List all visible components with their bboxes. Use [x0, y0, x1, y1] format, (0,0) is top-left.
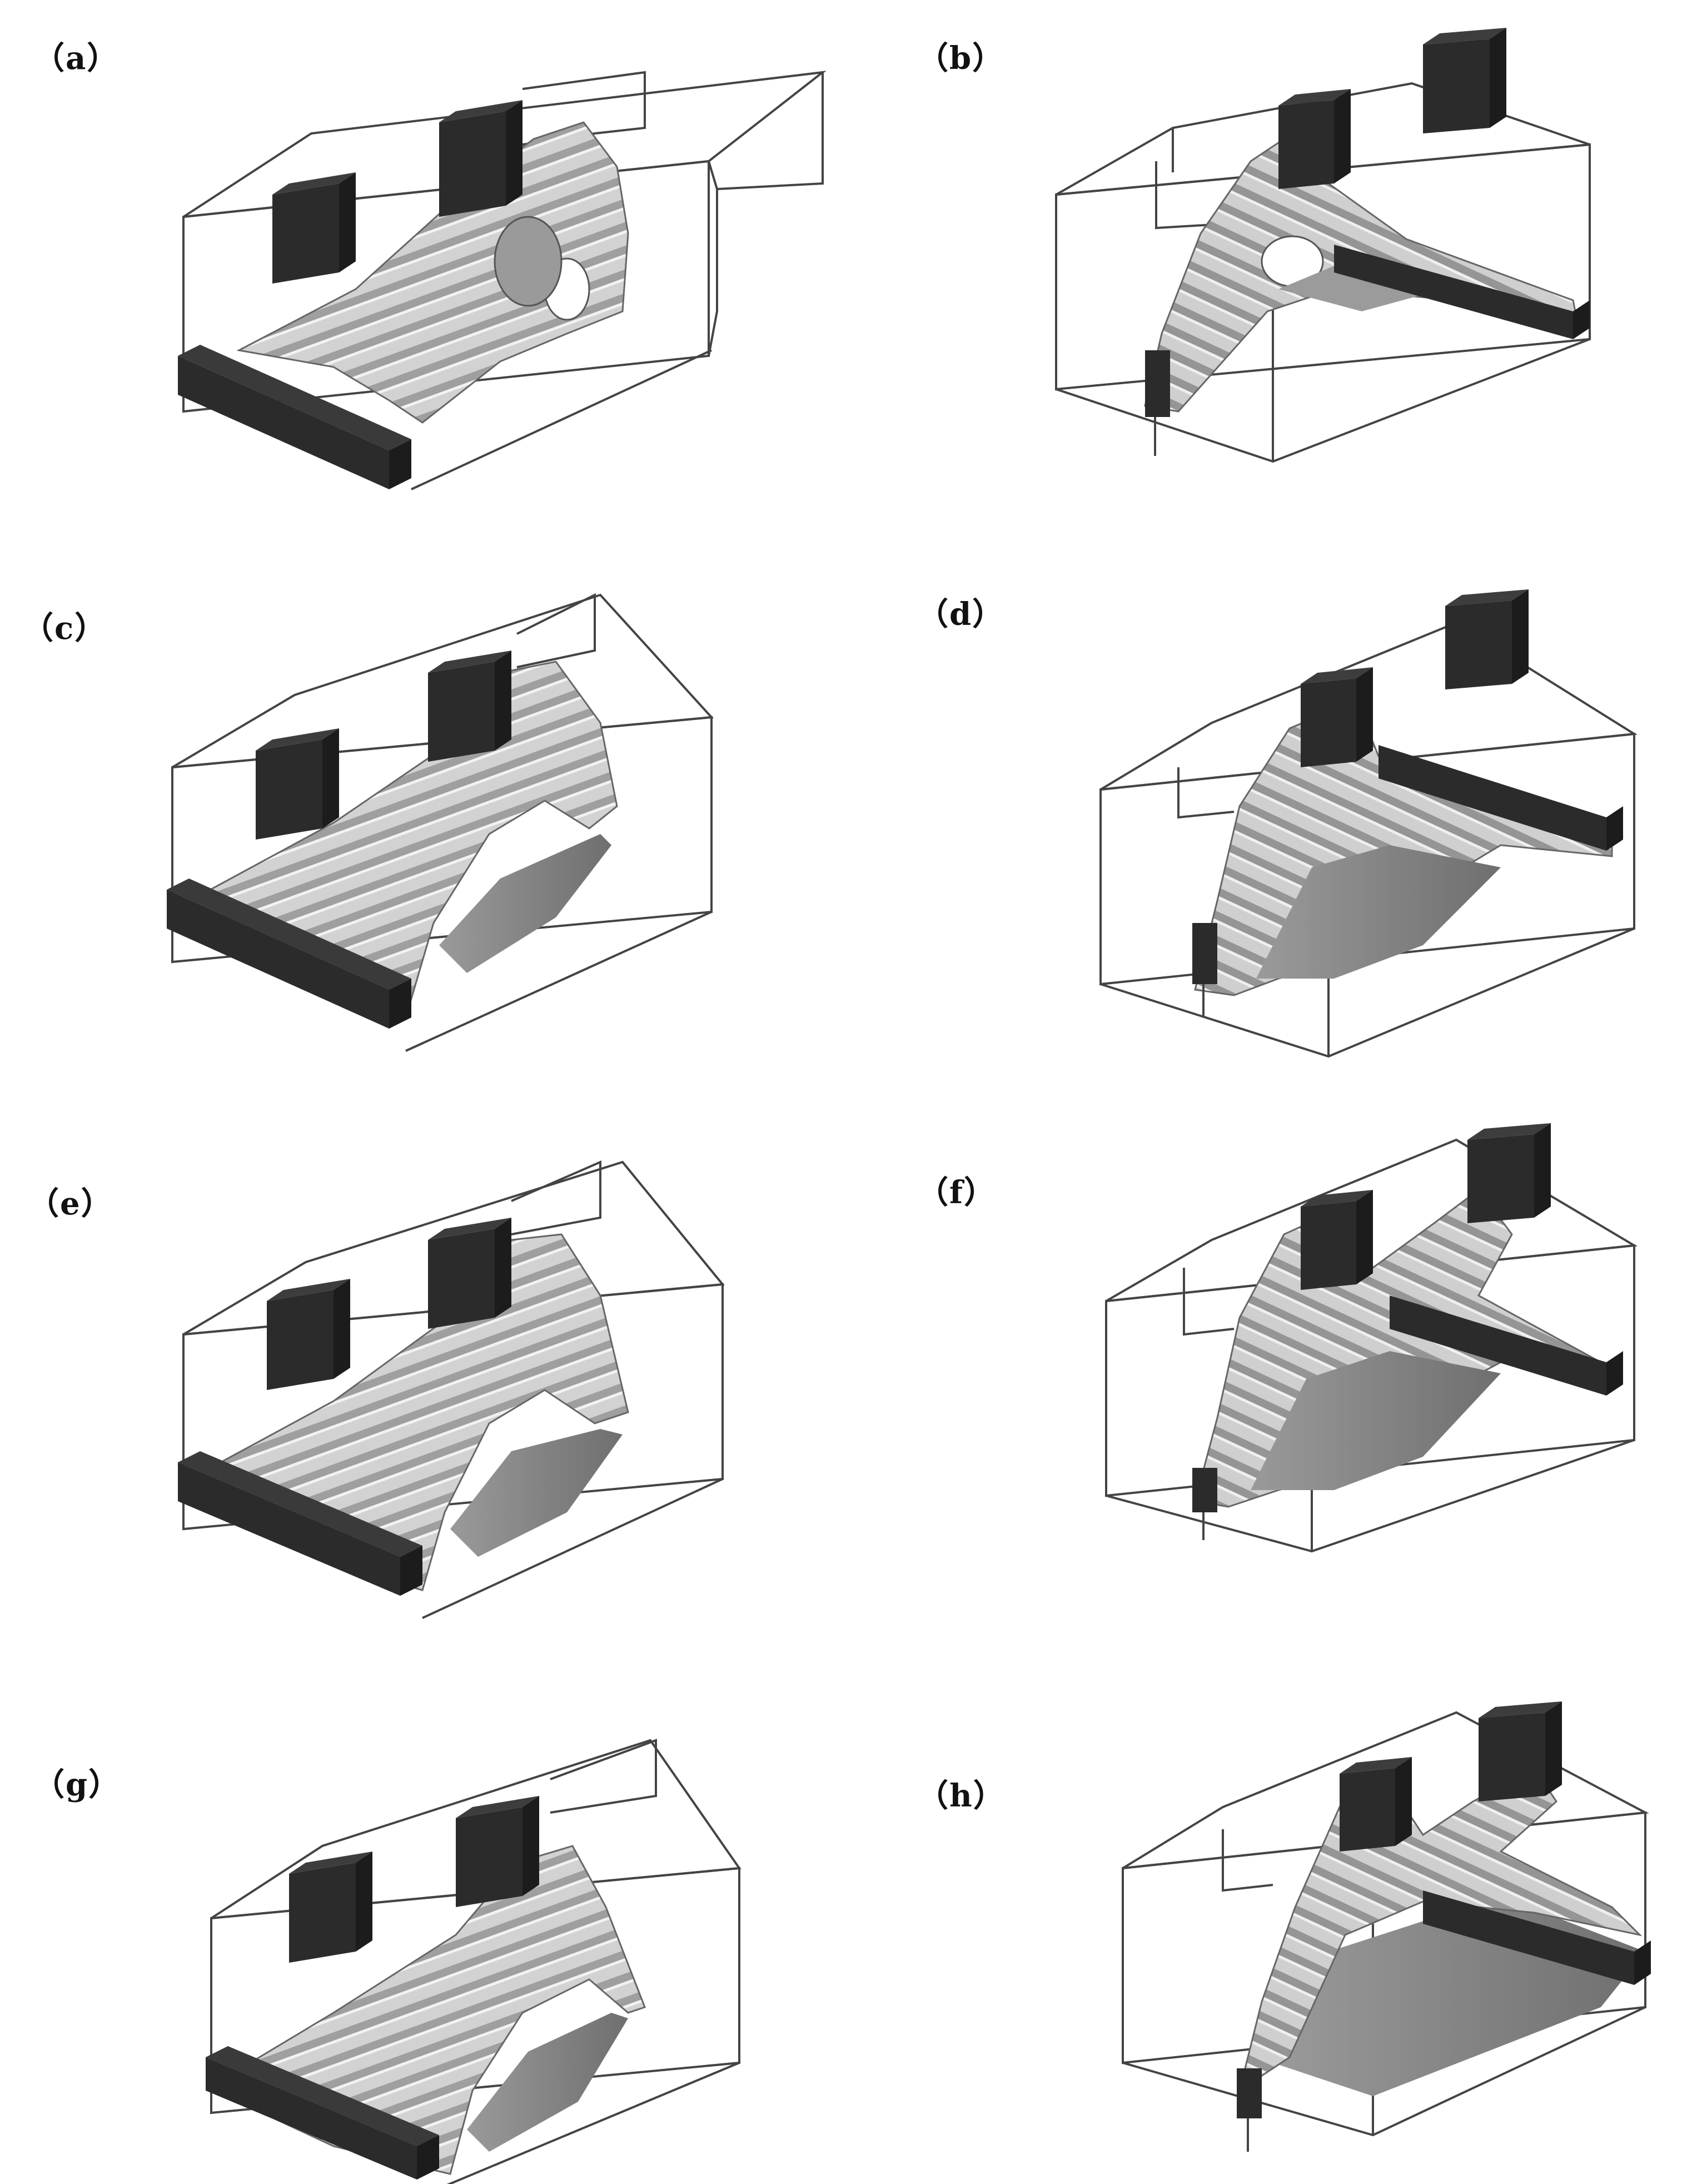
load-block [1423, 28, 1506, 133]
panel-label-h: （h） [917, 1778, 1006, 1814]
fixed-support-post [1237, 2068, 1262, 2152]
support-block [428, 651, 511, 762]
panel-a-drawing [178, 71, 827, 490]
load-block [267, 1279, 350, 1390]
load-block [256, 728, 339, 840]
support-block [1301, 1190, 1373, 1290]
panel-label-b: （b） [917, 40, 1005, 77]
panel-d-drawing [1099, 589, 1638, 1058]
panel-label-c: （c） [22, 610, 107, 647]
fixed-support-bar [1423, 1890, 1651, 1985]
panel-b-drawing [1055, 28, 1591, 463]
shaded-web [450, 1429, 623, 1557]
support-block [1340, 1757, 1412, 1852]
load-block [1467, 1123, 1551, 1223]
shaded-web [1278, 261, 1423, 311]
support-block [1301, 667, 1373, 767]
fixed-support-bar [1379, 745, 1623, 851]
fixed-support-bar [1390, 1295, 1623, 1396]
fixed-support-bar [206, 2046, 439, 2180]
support-block [428, 1218, 511, 1329]
fixed-support-bar [178, 345, 411, 489]
fixed-support-post [1145, 350, 1170, 456]
load-block [1479, 1701, 1562, 1801]
shaded-web [439, 834, 611, 973]
structure-hole [494, 216, 563, 307]
panel-label-a: （a） [33, 40, 120, 77]
topology-structure [221, 1845, 646, 2175]
panel-c-drawing [167, 593, 714, 1052]
fixed-support-post [1192, 1468, 1217, 1540]
panel-label-g: （g） [33, 1766, 121, 1803]
panel-e-drawing [178, 1160, 725, 1619]
panel-g-drawing [206, 1739, 742, 2184]
load-block [1445, 589, 1529, 689]
shaded-web [467, 2013, 628, 2152]
panel-label-d: （d） [917, 596, 1005, 633]
fixed-support-bar [167, 878, 411, 1029]
load-block [272, 172, 356, 284]
load-block [289, 1852, 372, 1963]
fixed-support-bar [178, 1451, 422, 1596]
fixed-support-post [1192, 923, 1217, 1017]
panel-h-drawing [1122, 1701, 1651, 2152]
panel-label-f: （f） [917, 1174, 997, 1211]
support-block [456, 1796, 539, 1907]
shaded-web [1256, 845, 1501, 979]
support-block [439, 100, 522, 217]
fixed-support-bar [1334, 245, 1590, 339]
shaded-web [1251, 1351, 1501, 1490]
panel-label-e: （e） [28, 1185, 113, 1222]
support-block [1278, 89, 1351, 189]
panel-f-drawing [1105, 1123, 1638, 1553]
